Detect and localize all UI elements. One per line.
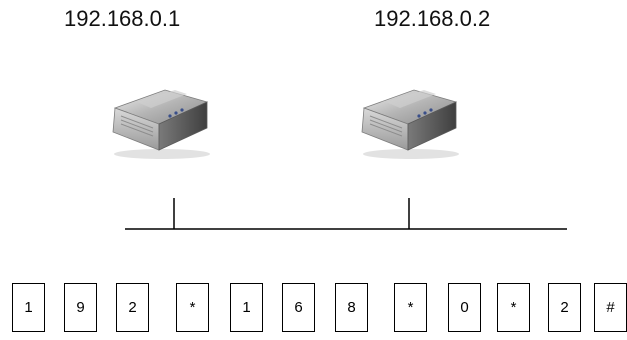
- key: 9: [64, 283, 97, 332]
- voip-gateway-icon: [112, 89, 210, 159]
- key: 0: [448, 283, 481, 332]
- key: *: [394, 283, 427, 332]
- ip-label-right: 192.168.0.2: [374, 6, 491, 31]
- key: 1: [230, 283, 263, 332]
- key: #: [594, 283, 627, 332]
- ip-label-left: 192.168.0.1: [64, 6, 181, 31]
- key: 1: [12, 283, 45, 332]
- key: 2: [548, 283, 581, 332]
- key: *: [176, 283, 209, 332]
- voip-gateway-icon: [361, 89, 459, 159]
- key: 8: [335, 283, 368, 332]
- key: 6: [282, 283, 315, 332]
- key: *: [497, 283, 530, 332]
- key: 2: [116, 283, 149, 332]
